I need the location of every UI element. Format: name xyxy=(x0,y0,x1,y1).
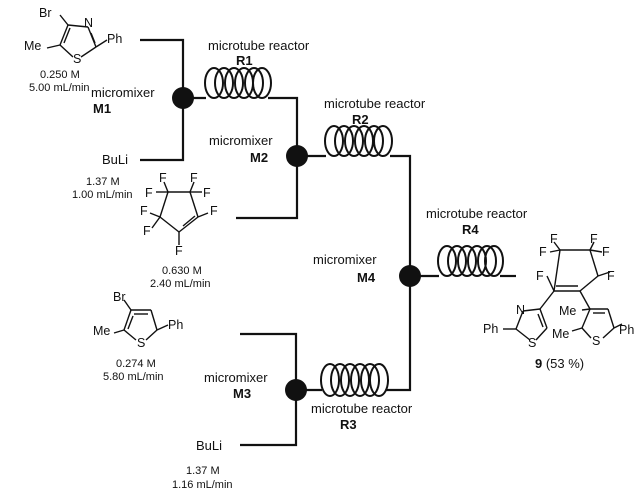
line-buli1-to-m1 xyxy=(140,98,185,162)
buli1-name: BuLi xyxy=(102,152,128,167)
micromixer-m2-node xyxy=(286,145,308,167)
product-ph2: Ph xyxy=(619,323,634,337)
m3-id: M3 xyxy=(233,386,251,401)
line-reagent1-to-m1 xyxy=(140,38,185,98)
reagent1-ph: Ph xyxy=(107,32,122,46)
line-r3-to-m4 xyxy=(386,276,412,392)
reactor-r2-coil xyxy=(324,125,393,157)
reagent2-structure xyxy=(113,299,169,341)
r2-label: microtube reactor xyxy=(324,96,426,111)
micromixer-m1-node xyxy=(172,87,194,109)
reagent2-me: Me xyxy=(93,324,110,338)
reagent1-me: Me xyxy=(24,39,41,53)
reagent2-ph: Ph xyxy=(168,318,183,332)
line-buli2-to-m3 xyxy=(240,390,298,447)
product-me1: Me xyxy=(559,304,576,318)
pf-f2: F xyxy=(190,171,198,185)
m1-label: micromixer xyxy=(91,85,155,100)
m4-id: M4 xyxy=(357,270,376,285)
r4-id: R4 xyxy=(462,222,479,237)
product-n: N xyxy=(516,303,525,317)
buli2-flow: 1.16 mL/min xyxy=(172,479,233,491)
pf-f1: F xyxy=(159,171,167,185)
reagent2-flow: 5.80 mL/min xyxy=(103,371,164,383)
reagent1-br: Br xyxy=(39,6,52,20)
m2-label: micromixer xyxy=(209,133,273,148)
product-structure xyxy=(503,241,623,341)
buli2-name: BuLi xyxy=(196,438,222,453)
pf-f5: F xyxy=(140,204,148,218)
pf-f7: F xyxy=(143,224,151,238)
buli2-conc: 1.37 M xyxy=(186,465,220,477)
reagent1-structure xyxy=(46,14,108,58)
reagent1-conc: 0.250 M xyxy=(40,69,80,81)
line-r1-to-m2 xyxy=(268,96,299,156)
micromixer-m3-node xyxy=(285,379,307,401)
m1-id: M1 xyxy=(93,101,111,116)
line-perfluoro-to-m2 xyxy=(236,156,299,220)
m3-label: micromixer xyxy=(204,370,268,385)
product-f4: F xyxy=(602,245,610,259)
reagent1-n: N xyxy=(84,16,93,30)
pf-f8: F xyxy=(175,244,183,258)
reactor-r4-coil xyxy=(437,245,504,277)
product-f1: F xyxy=(550,232,558,246)
product-me2: Me xyxy=(552,327,569,341)
pf-f4: F xyxy=(203,186,211,200)
perfluoro-flow: 2.40 mL/min xyxy=(150,278,211,290)
product-s1: S xyxy=(528,336,536,350)
r1-id: R1 xyxy=(236,53,253,68)
reactor-r1-coil xyxy=(204,67,272,99)
r4-label: microtube reactor xyxy=(426,206,528,221)
m4-label: micromixer xyxy=(313,252,377,267)
product-s2: S xyxy=(592,334,600,348)
r1-label: microtube reactor xyxy=(208,38,310,53)
micromixer-m4-node xyxy=(399,265,421,287)
reagent1-s: S xyxy=(73,52,81,66)
reagent2-br: Br xyxy=(113,290,126,304)
r3-label: microtube reactor xyxy=(311,401,413,416)
product-label: 9 (53 %) xyxy=(535,356,584,371)
product-f6: F xyxy=(607,269,615,283)
product-yield: (53 %) xyxy=(542,356,584,371)
perfluorocyclopentene-structure xyxy=(149,181,209,245)
product-ph1: Ph xyxy=(483,322,498,336)
line-reagent2-to-m3 xyxy=(240,332,298,390)
r3-id: R3 xyxy=(340,417,357,432)
r2-id: R2 xyxy=(352,112,369,127)
buli1-conc: 1.37 M xyxy=(86,176,120,188)
product-f5: F xyxy=(536,269,544,283)
product-number: 9 xyxy=(535,356,542,371)
pf-f3: F xyxy=(145,186,153,200)
reagent2-s: S xyxy=(137,336,145,350)
reagent1-flow: 5.00 mL/min xyxy=(29,82,90,94)
product-f3: F xyxy=(539,245,547,259)
pf-f6: F xyxy=(210,204,218,218)
line-r2-to-m4 xyxy=(390,154,412,276)
perfluoro-conc: 0.630 M xyxy=(162,265,202,277)
product-f2: F xyxy=(590,232,598,246)
reagent2-conc: 0.274 M xyxy=(116,358,156,370)
reactor-r3-coil xyxy=(320,363,389,397)
m2-id: M2 xyxy=(250,150,268,165)
buli1-flow: 1.00 mL/min xyxy=(72,189,133,201)
